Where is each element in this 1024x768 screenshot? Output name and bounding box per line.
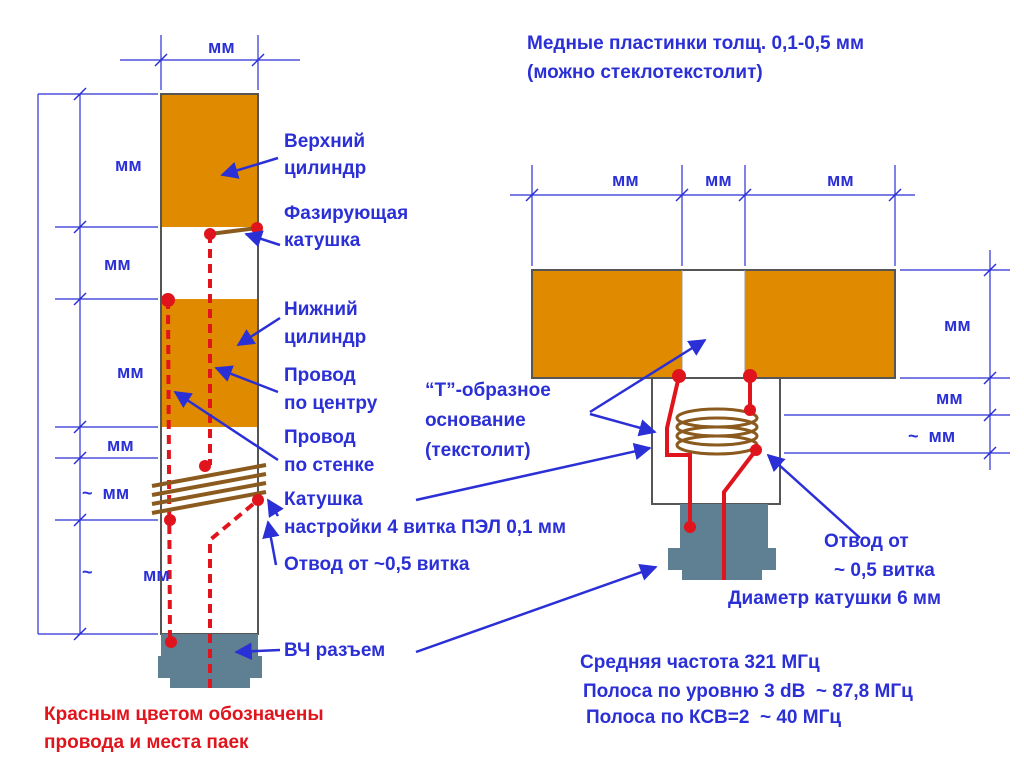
dim-left-plate-label: мм (612, 170, 639, 190)
upper-cylinder-label-2: цилиндр (284, 158, 367, 179)
tuning-coil (151, 463, 267, 515)
lower-cylinder-label-2: цилиндр (284, 327, 367, 348)
left-arrows (173, 156, 658, 661)
tuning-coil-label-2: настройки 4 витка ПЭЛ 0,1 мм (284, 517, 567, 538)
right-dimension-ticks (525, 188, 997, 460)
t-base (651, 377, 781, 505)
right-copper-plate (745, 270, 895, 378)
right-solder-points (672, 369, 762, 533)
dim-plate-height-label: мм (944, 315, 971, 335)
spec-bandwidth-3db: Полоса по уровню 3 dB ~ 87,8 МГц (583, 681, 913, 702)
tuning-coil-label-1: Катушка (284, 489, 363, 510)
wall-wire-label-1: Провод (284, 427, 356, 448)
t-base-label-1: “Т”-образное (425, 380, 551, 401)
t-base-label-2: основание (425, 410, 526, 431)
dim-right-plate-label: мм (827, 170, 854, 190)
right-dimensions (510, 165, 1010, 470)
phasing-coil-label-1: Фазирующая (284, 203, 409, 224)
right-tap-label-2: ~ 0,5 витка (834, 560, 935, 581)
left-dimensions (37, 35, 300, 635)
spec-center-frequency: Средняя частота 321 МГц (580, 652, 820, 673)
title-line-1: Медные пластинки толщ. 0,1-0,5 мм (527, 33, 864, 54)
left-dimension-ticks (73, 53, 265, 641)
title-line-2: (можно стеклотекстолит) (527, 62, 763, 83)
legend-line-2: провода и места паек (44, 732, 249, 753)
lower-cylinder-label-1: Нижний (284, 299, 358, 320)
spec-bandwidth-swr: Полоса по КСВ=2 ~ 40 МГц (586, 707, 842, 728)
wall-wire-label-2: по стенке (284, 455, 375, 476)
left-antenna (37, 35, 658, 688)
dim-coil-label: ~ мм (82, 483, 130, 503)
right-tap-label-1: Отвод от (824, 531, 909, 552)
dim-upper-cylinder-label: мм (115, 155, 142, 175)
solder-points (161, 222, 264, 648)
left-copper-plate (532, 270, 682, 378)
dim-mid-label: мм (107, 435, 134, 455)
coil-diameter-label: Диаметр катушки 6 мм (728, 588, 942, 609)
dim-base-top-label: мм (936, 388, 963, 408)
dim-lower-cylinder-label: мм (117, 362, 144, 382)
rf-connector-body (161, 634, 258, 656)
phasing-coil-wire (209, 226, 258, 236)
dim-gap-label: мм (104, 254, 131, 274)
center-wire-label-2: по центру (284, 393, 378, 414)
dim-width-label: мм (208, 37, 235, 57)
legend-line-1: Красным цветом обозначены (44, 704, 324, 725)
dim-coil-right-label: ~ мм (908, 426, 956, 446)
center-wire-label-1: Провод (284, 365, 356, 386)
dim-bottom-tilde: ~ (82, 562, 93, 582)
dim-bottom-label: мм (143, 565, 170, 585)
right-assembly (510, 165, 1010, 580)
right-arrows (589, 338, 861, 539)
upper-cylinder-label-1: Верхний (284, 131, 366, 152)
tap-label: Отвод от ~0,5 витка (284, 554, 470, 575)
rf-connector-label: ВЧ разъем (284, 640, 386, 661)
phasing-coil-label-2: катушка (284, 230, 361, 251)
dim-gap-plate-label: мм (705, 170, 732, 190)
upper-cylinder (162, 95, 257, 227)
t-base-label-3: (текстолит) (425, 440, 531, 461)
